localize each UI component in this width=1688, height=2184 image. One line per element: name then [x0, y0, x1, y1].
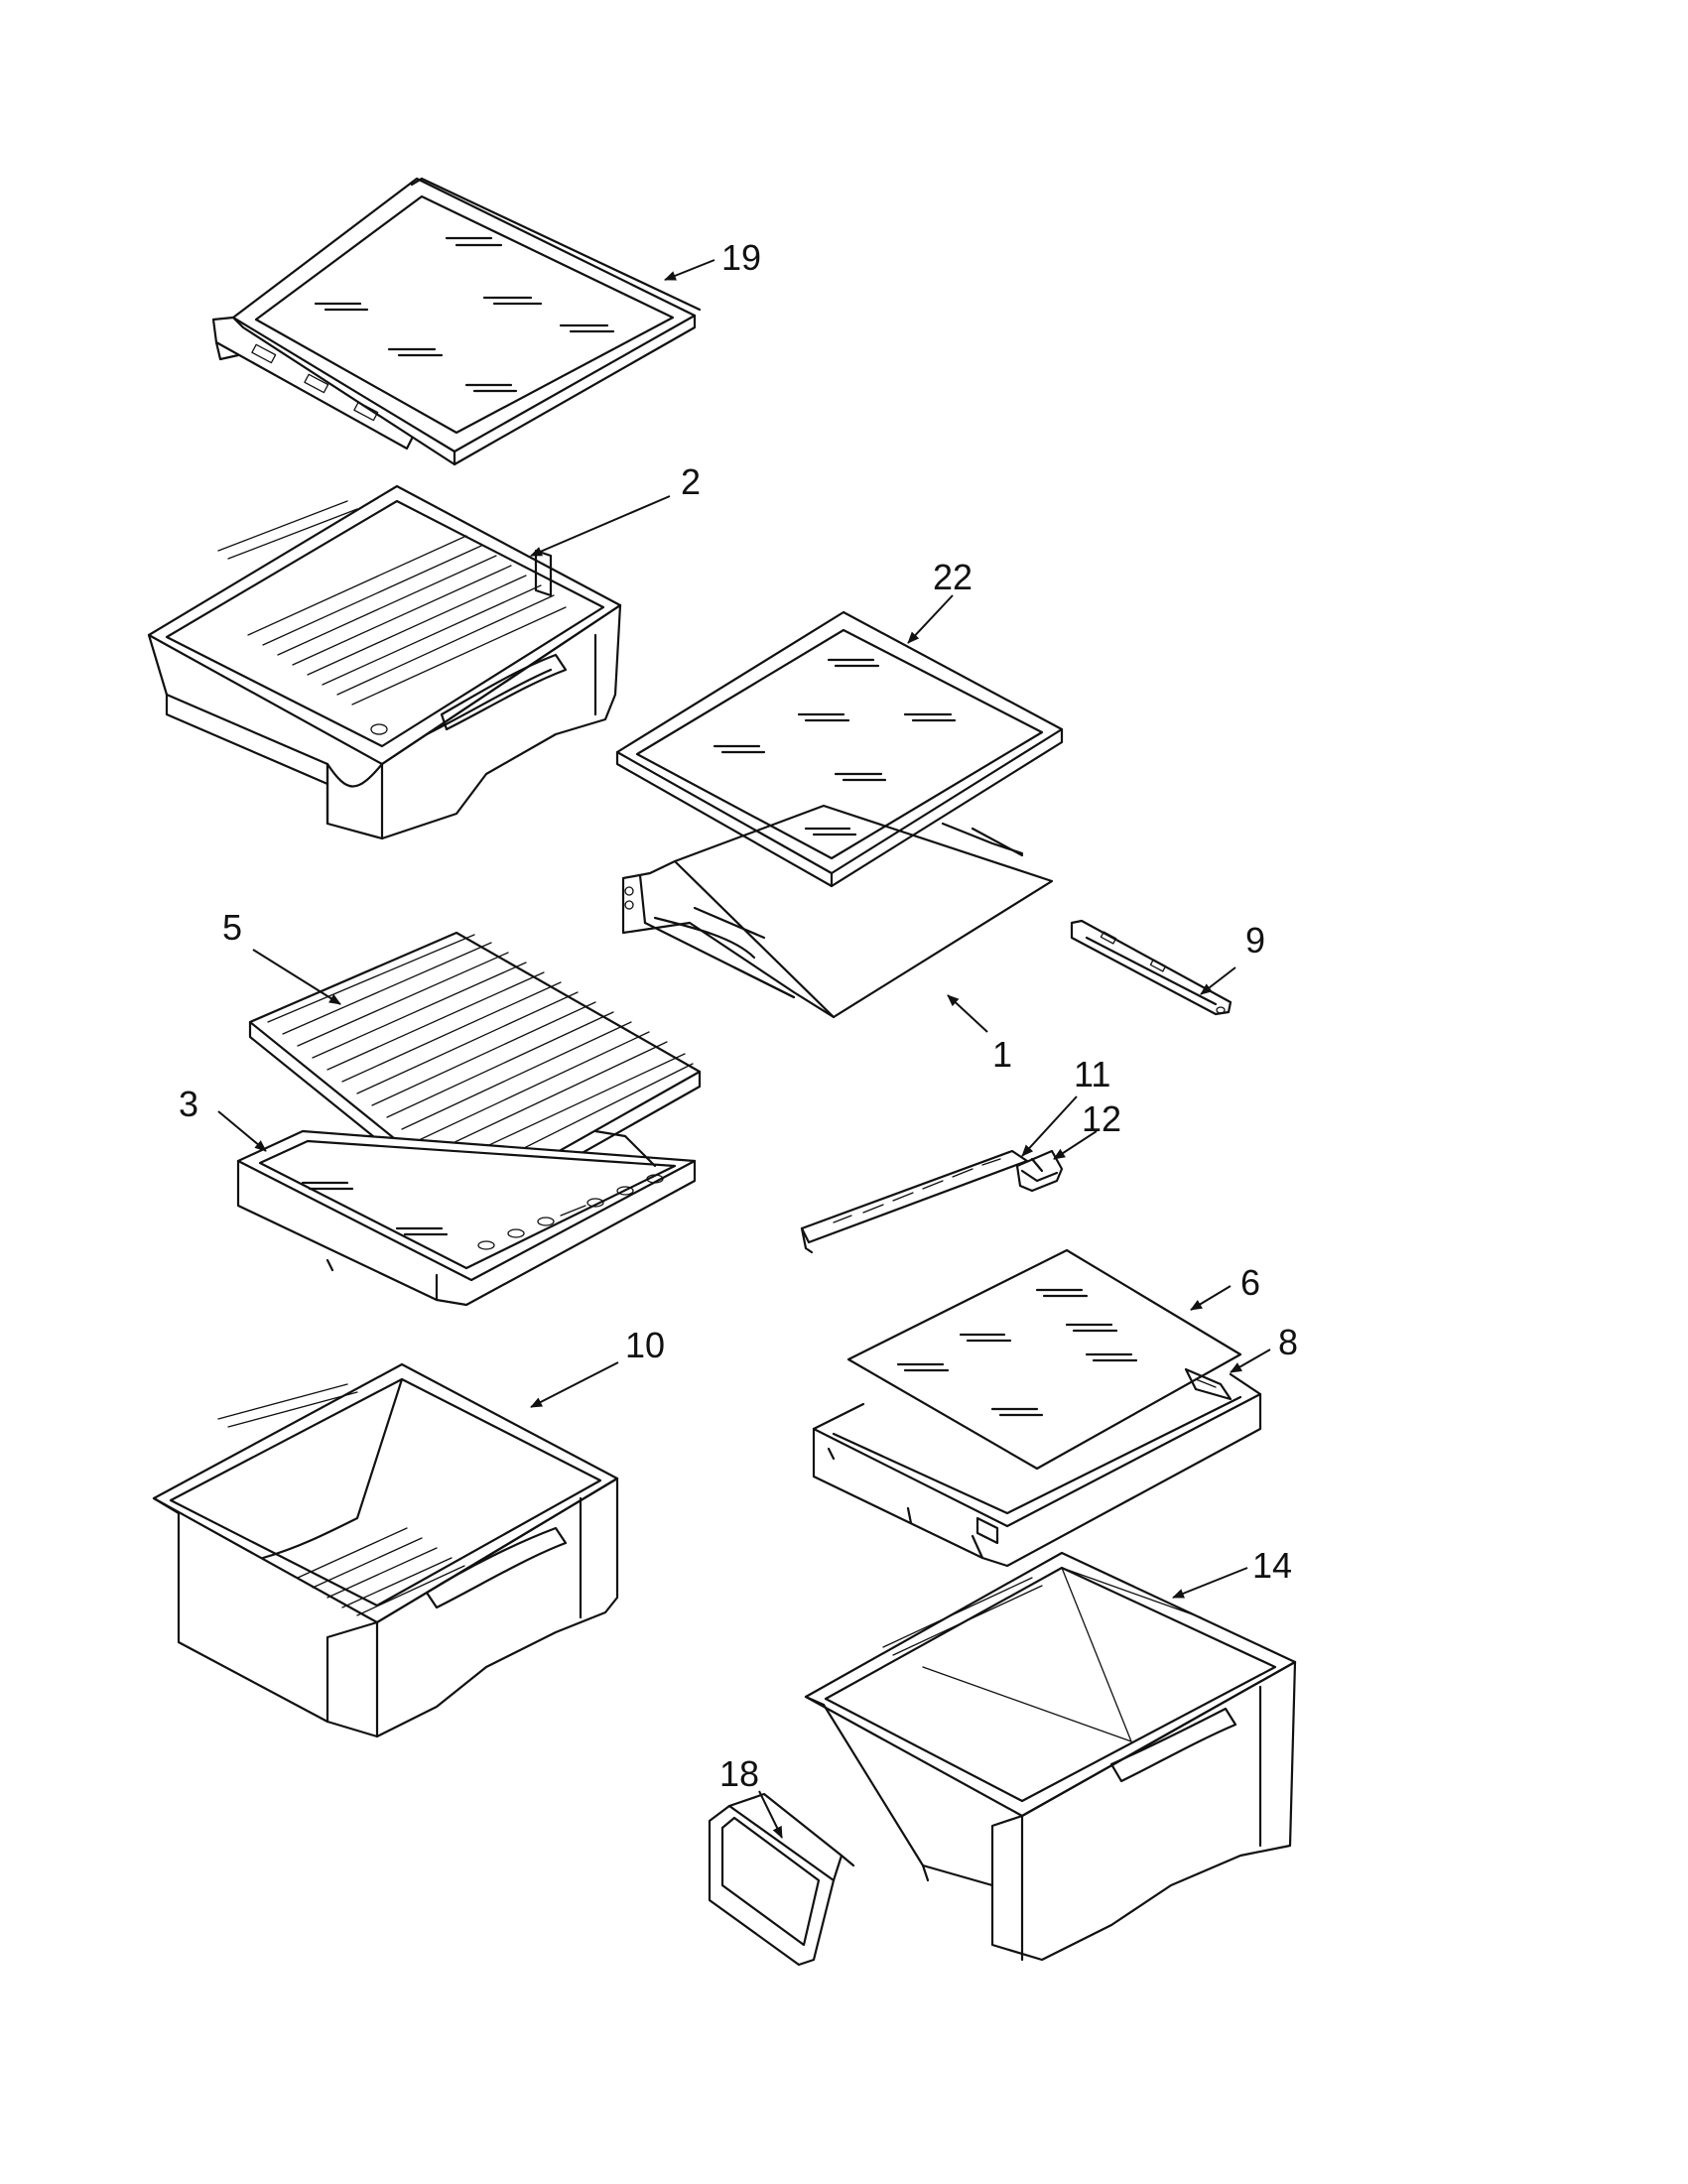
leader-12 [1053, 1130, 1098, 1160]
part-8-cover-frame [812, 1367, 1262, 1568]
leader-1 [947, 994, 988, 1033]
leader-6 [1190, 1285, 1232, 1311]
callout-9: 9 [1245, 920, 1265, 961]
part-5-crisper-cover [248, 931, 702, 1218]
callout-14: 14 [1252, 1545, 1292, 1586]
leader-8 [1230, 1349, 1271, 1373]
callout-22: 22 [933, 557, 973, 597]
callout-2: 2 [681, 461, 701, 502]
part-18-label-holder [708, 1792, 855, 1967]
leader-lines [217, 259, 1271, 1839]
part-12-clip [1015, 1149, 1064, 1193]
callout-8: 8 [1278, 1322, 1298, 1362]
part-9-rail-bracket [1070, 919, 1233, 1016]
part-14-crisper-drawer [804, 1551, 1297, 1962]
leader-2 [530, 495, 671, 557]
leader-18 [758, 1790, 783, 1839]
callout-10: 10 [625, 1325, 665, 1365]
callout-3: 3 [179, 1084, 198, 1124]
leader-3 [217, 1110, 267, 1152]
leader-19 [664, 259, 715, 281]
part-19-glass-shelf [211, 177, 702, 466]
part-22-glass-shelf [615, 610, 1064, 888]
leader-5 [252, 949, 341, 1005]
leader-9 [1200, 966, 1236, 995]
callout-5: 5 [222, 907, 242, 948]
part-1-shelf-frame [621, 804, 1054, 1019]
leader-10 [530, 1361, 619, 1408]
callout-12: 12 [1082, 1098, 1121, 1139]
leader-14 [1172, 1567, 1248, 1599]
callout-1: 1 [992, 1034, 1012, 1075]
callout-18: 18 [719, 1753, 759, 1794]
part-6-glass-cover [846, 1248, 1242, 1471]
part-2-crisper-drawer [147, 484, 622, 840]
part-3-crisper-frame [236, 1129, 697, 1307]
part-10-crisper-drawer [152, 1362, 619, 1738]
callout-11: 11 [1074, 1054, 1110, 1094]
callout-6: 6 [1240, 1262, 1260, 1303]
leader-11 [1021, 1095, 1078, 1157]
leader-22 [907, 594, 954, 644]
callout-labels: 19 2 22 5 9 1 11 12 3 6 10 8 14 18 [179, 237, 1298, 1794]
callout-19: 19 [721, 237, 761, 278]
part-11-support-rail [800, 1149, 1029, 1254]
